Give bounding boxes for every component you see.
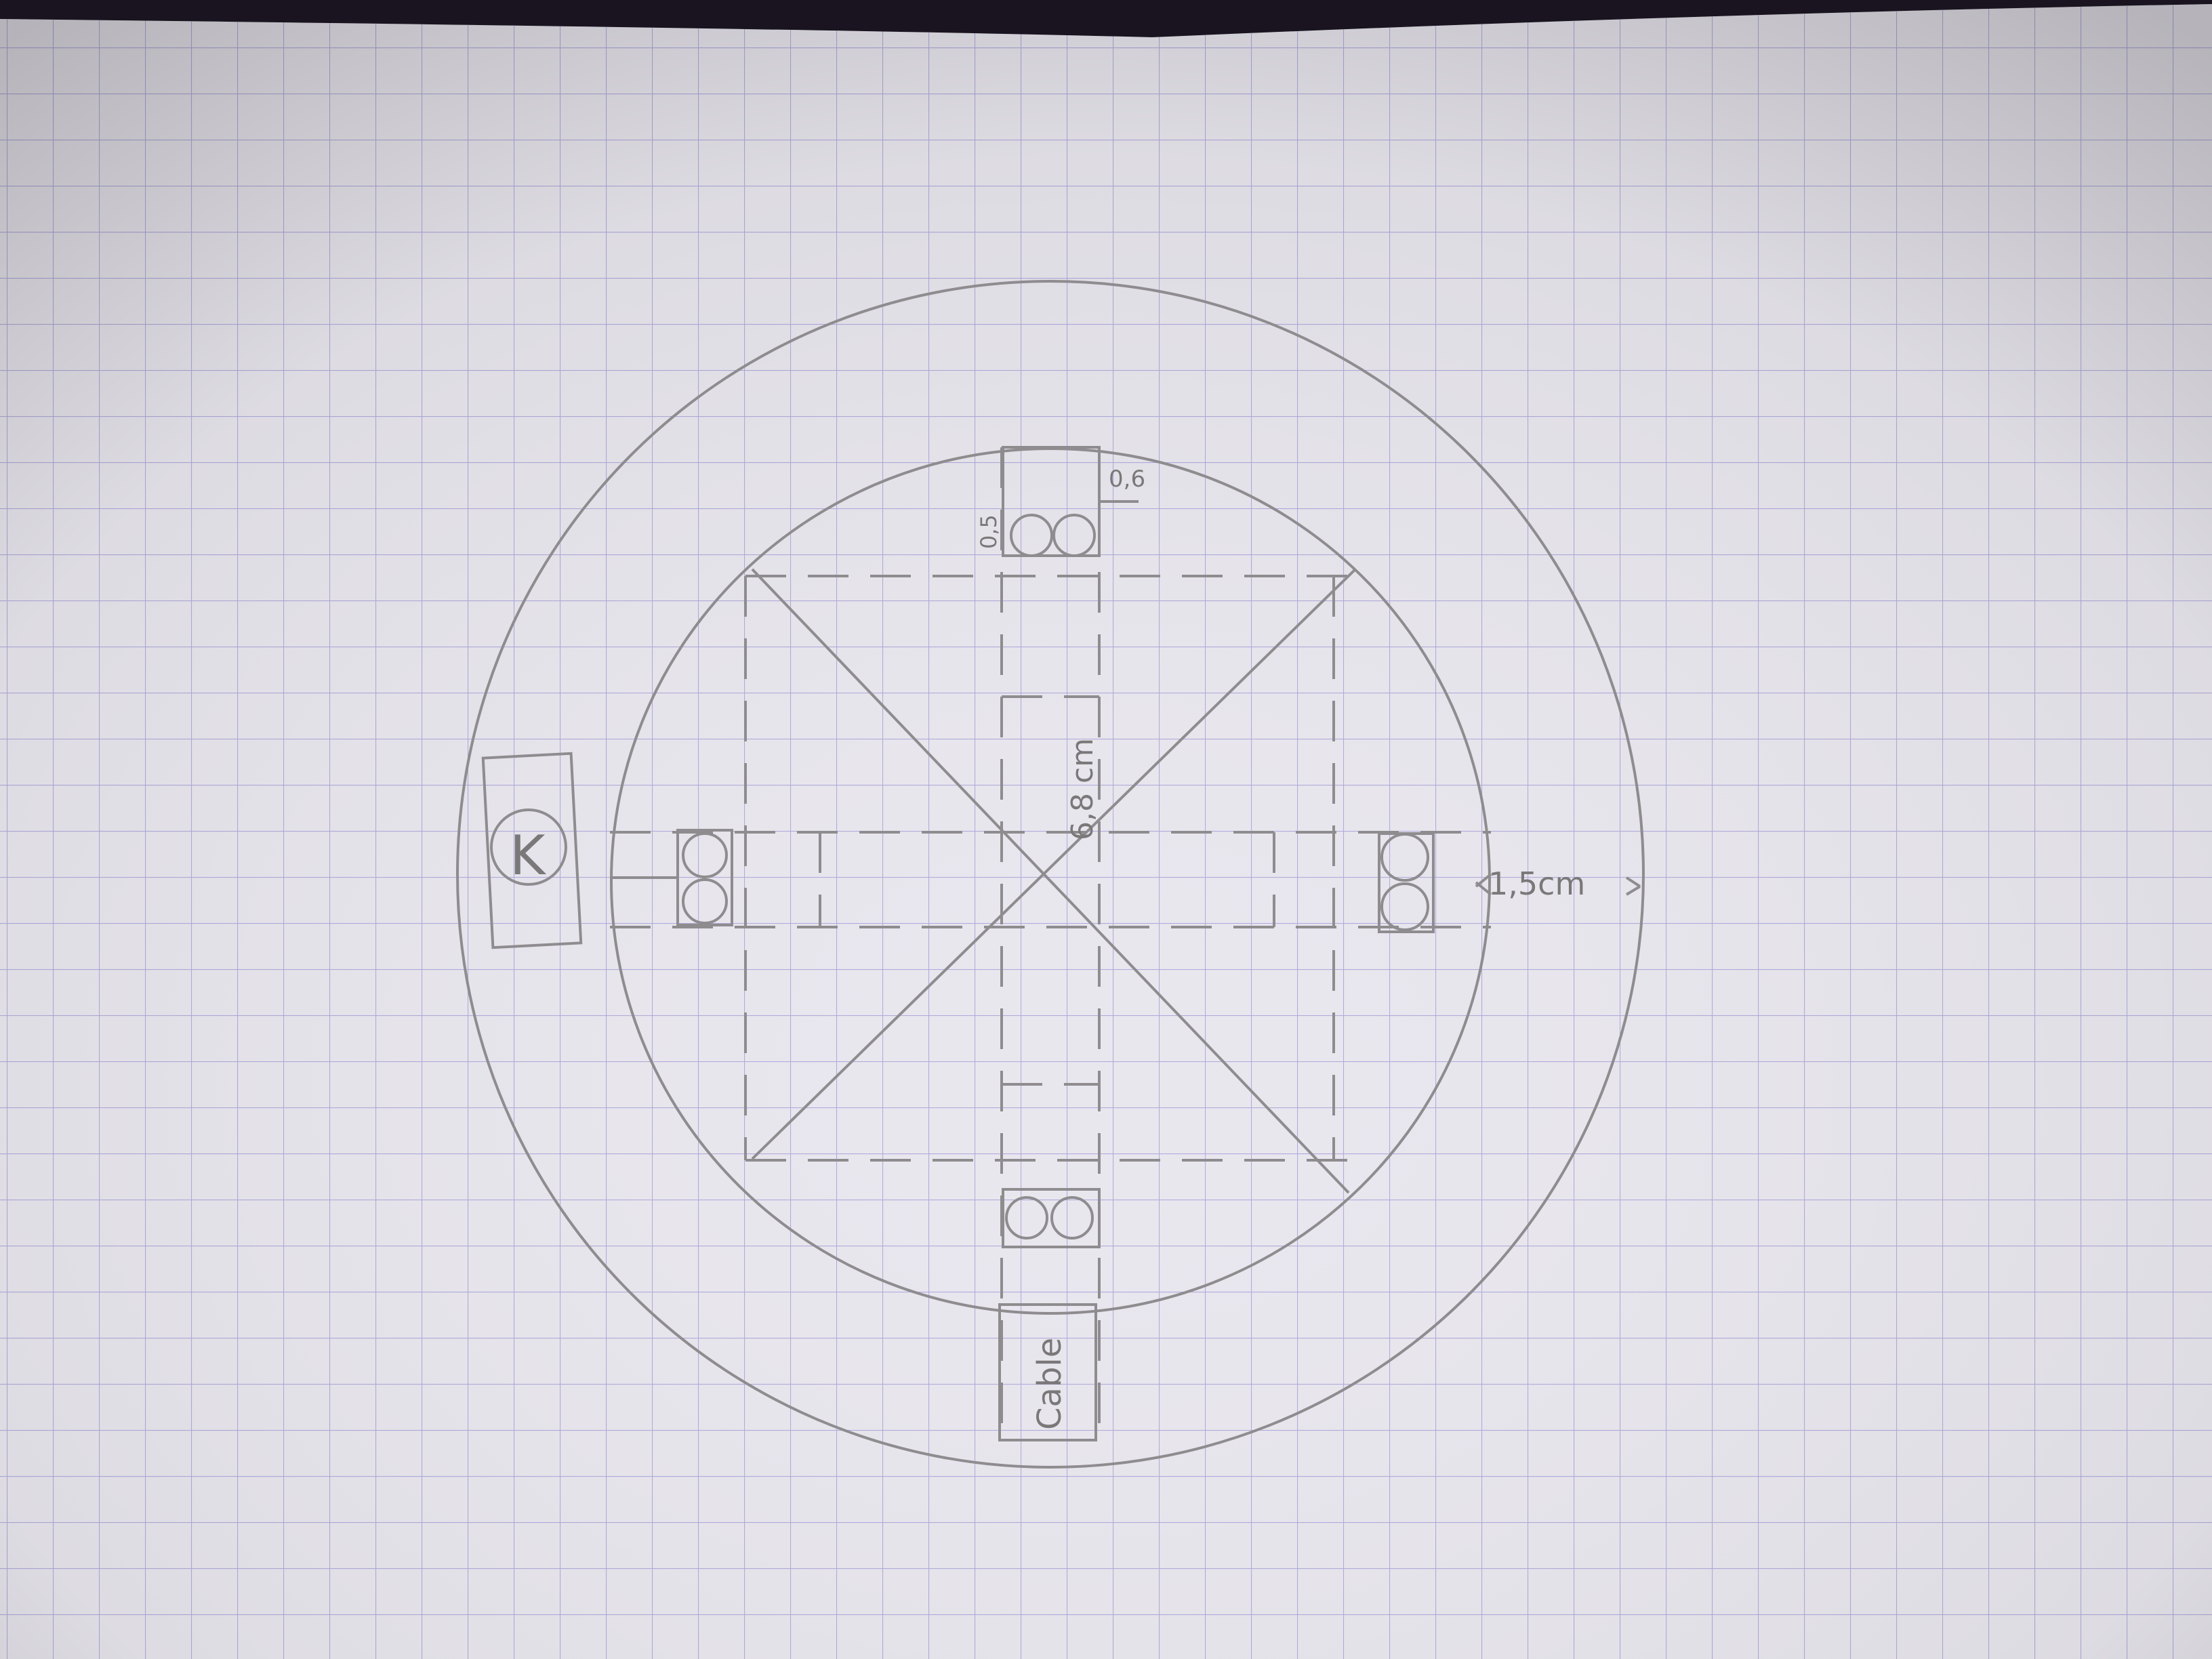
- pencil-sketch: [456, 280, 1645, 1469]
- dim-right-label: 1,5cm: [1488, 865, 1585, 902]
- top-led-right: [1052, 514, 1096, 557]
- dim-center-label: 6,8 cm: [1065, 738, 1100, 840]
- bottom-pad: [1002, 1188, 1101, 1248]
- bottom-led-left: [1005, 1196, 1048, 1240]
- paper-sheet: [0, 4, 2212, 1659]
- right-led-top: [1380, 833, 1429, 882]
- dim-top-right-label: 0,6: [1109, 466, 1145, 493]
- left-symbol-box: [481, 752, 583, 949]
- left-led-top: [682, 832, 728, 878]
- cable-label: Cable: [1031, 1338, 1069, 1430]
- bottom-led-right: [1050, 1196, 1094, 1240]
- diagonal-line-a: [751, 568, 1350, 1194]
- left-symbol-label: K: [510, 824, 547, 887]
- diagonal-line-b: [751, 568, 1357, 1160]
- left-symbol-circle: [490, 808, 567, 886]
- top-led-left: [1010, 514, 1053, 557]
- dim-top-left-label: 0,5: [976, 514, 1002, 549]
- right-led-bottom: [1380, 882, 1429, 931]
- vertical-dashed-band: [744, 447, 1355, 1437]
- cable-slot: [998, 1303, 1097, 1441]
- left-led-bottom: [682, 878, 728, 924]
- right-arrow-heads: [1475, 873, 1641, 896]
- horizontal-dashed-band: [610, 831, 1491, 928]
- outer-circle: [456, 280, 1645, 1469]
